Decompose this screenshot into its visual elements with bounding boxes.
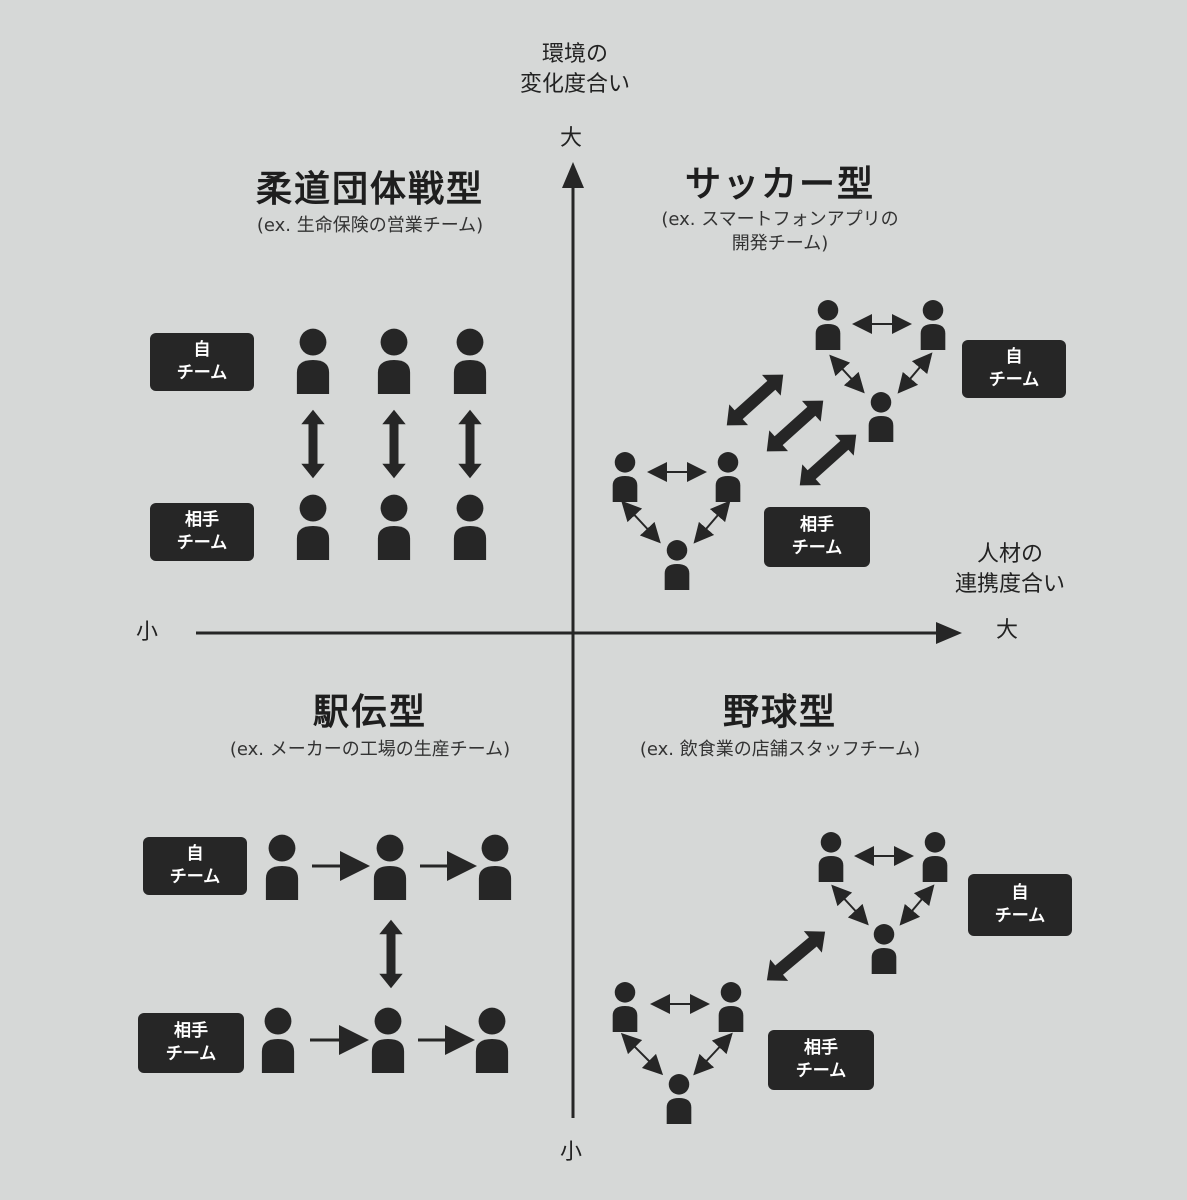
y-axis (562, 162, 584, 1118)
soccer-own-person-1 (815, 300, 841, 350)
badge-line: 自 (193, 340, 211, 360)
baseball-opponent-link-left (620, 1032, 664, 1076)
ekiden-opponent-person-1 (261, 1007, 295, 1073)
ekiden-title: 駅伝型 (312, 692, 427, 733)
soccer-opponent-person-2 (715, 452, 741, 502)
x-axis-title-line1: 人材の (976, 542, 1043, 567)
soccer-own-team-badge: 自 チーム (962, 340, 1066, 398)
soccer-own-link-right (897, 352, 933, 394)
soccer-own-link-left (829, 354, 865, 394)
badge-line: 自 (186, 844, 204, 864)
soccer-opponent-link-left (621, 500, 661, 544)
soccer-opponent-link-right (693, 500, 731, 544)
ekiden-own-team-badge: 自 チーム (143, 837, 247, 895)
badge-line: チーム (169, 867, 221, 887)
soccer-opponent-person-1 (612, 452, 638, 502)
ekiden-double-arrow (379, 919, 403, 989)
y-axis-title-line2: 変化度合い (519, 72, 630, 97)
baseball-own-person-2 (922, 832, 948, 882)
baseball-own-team-badge: 自 チーム (968, 874, 1072, 936)
x-axis-title-line2: 連携度合い (954, 572, 1065, 597)
ekiden-own-person-1 (265, 834, 299, 900)
soccer-own-person-2 (920, 300, 946, 350)
ekiden-own-person-2 (373, 834, 407, 900)
soccer-opponent-badge: 相手 チーム (764, 507, 870, 567)
baseball-opponent-person-1 (612, 982, 638, 1032)
baseball-opponent-badge: 相手 チーム (768, 1030, 874, 1090)
ekiden-example: (ex. メーカーの工場の生産チーム) (229, 739, 511, 760)
judo-own-person-2 (377, 328, 411, 394)
soccer-own-person-3 (868, 392, 894, 442)
badge-line: チーム (176, 363, 228, 383)
baseball-bold-arrow (766, 931, 826, 981)
badge-line: 相手 (185, 510, 219, 530)
judo-double-arrow-3 (458, 409, 482, 479)
judo-opponent-person-3 (453, 494, 487, 560)
ekiden-opponent-badge: 相手 チーム (138, 1013, 244, 1073)
x-axis-arrowhead (936, 622, 962, 644)
soccer-example-line2: 開発チーム) (731, 233, 829, 254)
judo-own-person-3 (453, 328, 487, 394)
soccer-bold-arrow-1 (726, 374, 784, 426)
baseball-own-person-1 (818, 832, 844, 882)
badge-line: チーム (791, 538, 843, 558)
baseball-own-link-left (831, 884, 869, 926)
baseball-own-link-right (899, 884, 935, 926)
soccer-bold-arrow-3 (799, 434, 857, 486)
baseball-opponent-person-2 (718, 982, 744, 1032)
y-axis-low-label: 小 (559, 1140, 582, 1165)
judo-opponent-person-2 (377, 494, 411, 560)
ekiden-opponent-person-2 (371, 1007, 405, 1073)
x-axis-low-label: 小 (135, 620, 158, 645)
badge-line: 相手 (804, 1038, 838, 1058)
badge-line: 自 (1005, 347, 1023, 367)
ekiden-opponent-person-3 (475, 1007, 509, 1073)
badge-line: チーム (176, 533, 228, 553)
badge-line: チーム (795, 1061, 847, 1081)
y-axis-title-line1: 環境の (541, 42, 608, 67)
badge-line: チーム (994, 906, 1046, 926)
soccer-bold-arrow-2 (766, 400, 824, 452)
baseball-own-person-3 (871, 924, 897, 974)
judo-title: 柔道団体戦型 (255, 169, 484, 210)
judo-opponent-badge: 相手 チーム (150, 503, 254, 561)
baseball-opponent-link-right (693, 1032, 733, 1076)
y-axis-arrowhead (562, 162, 584, 188)
badge-line: チーム (165, 1044, 217, 1064)
badge-line: 相手 (800, 515, 834, 535)
soccer-opponent-person-3 (664, 540, 690, 590)
judo-double-arrow-1 (301, 409, 325, 479)
judo-example: (ex. 生命保険の営業チーム) (256, 215, 484, 236)
baseball-example: (ex. 飲食業の店舗スタッフチーム) (639, 739, 921, 760)
baseball-opponent-person-3 (666, 1074, 692, 1124)
badge-line: 相手 (174, 1021, 208, 1041)
judo-own-person-1 (296, 328, 330, 394)
ekiden-own-person-3 (478, 834, 512, 900)
soccer-example-line1: (ex. スマートフォンアプリの (661, 209, 899, 230)
judo-opponent-person-1 (296, 494, 330, 560)
y-axis-high-label: 大 (559, 126, 582, 151)
badge-line: 自 (1011, 883, 1029, 903)
x-axis-high-label: 大 (995, 618, 1018, 643)
judo-double-arrow-2 (382, 409, 406, 479)
x-axis (196, 622, 962, 644)
soccer-title: サッカー型 (684, 164, 875, 205)
judo-own-team-badge: 自 チーム (150, 333, 254, 391)
baseball-title: 野球型 (722, 692, 837, 733)
badge-line: チーム (988, 370, 1040, 390)
